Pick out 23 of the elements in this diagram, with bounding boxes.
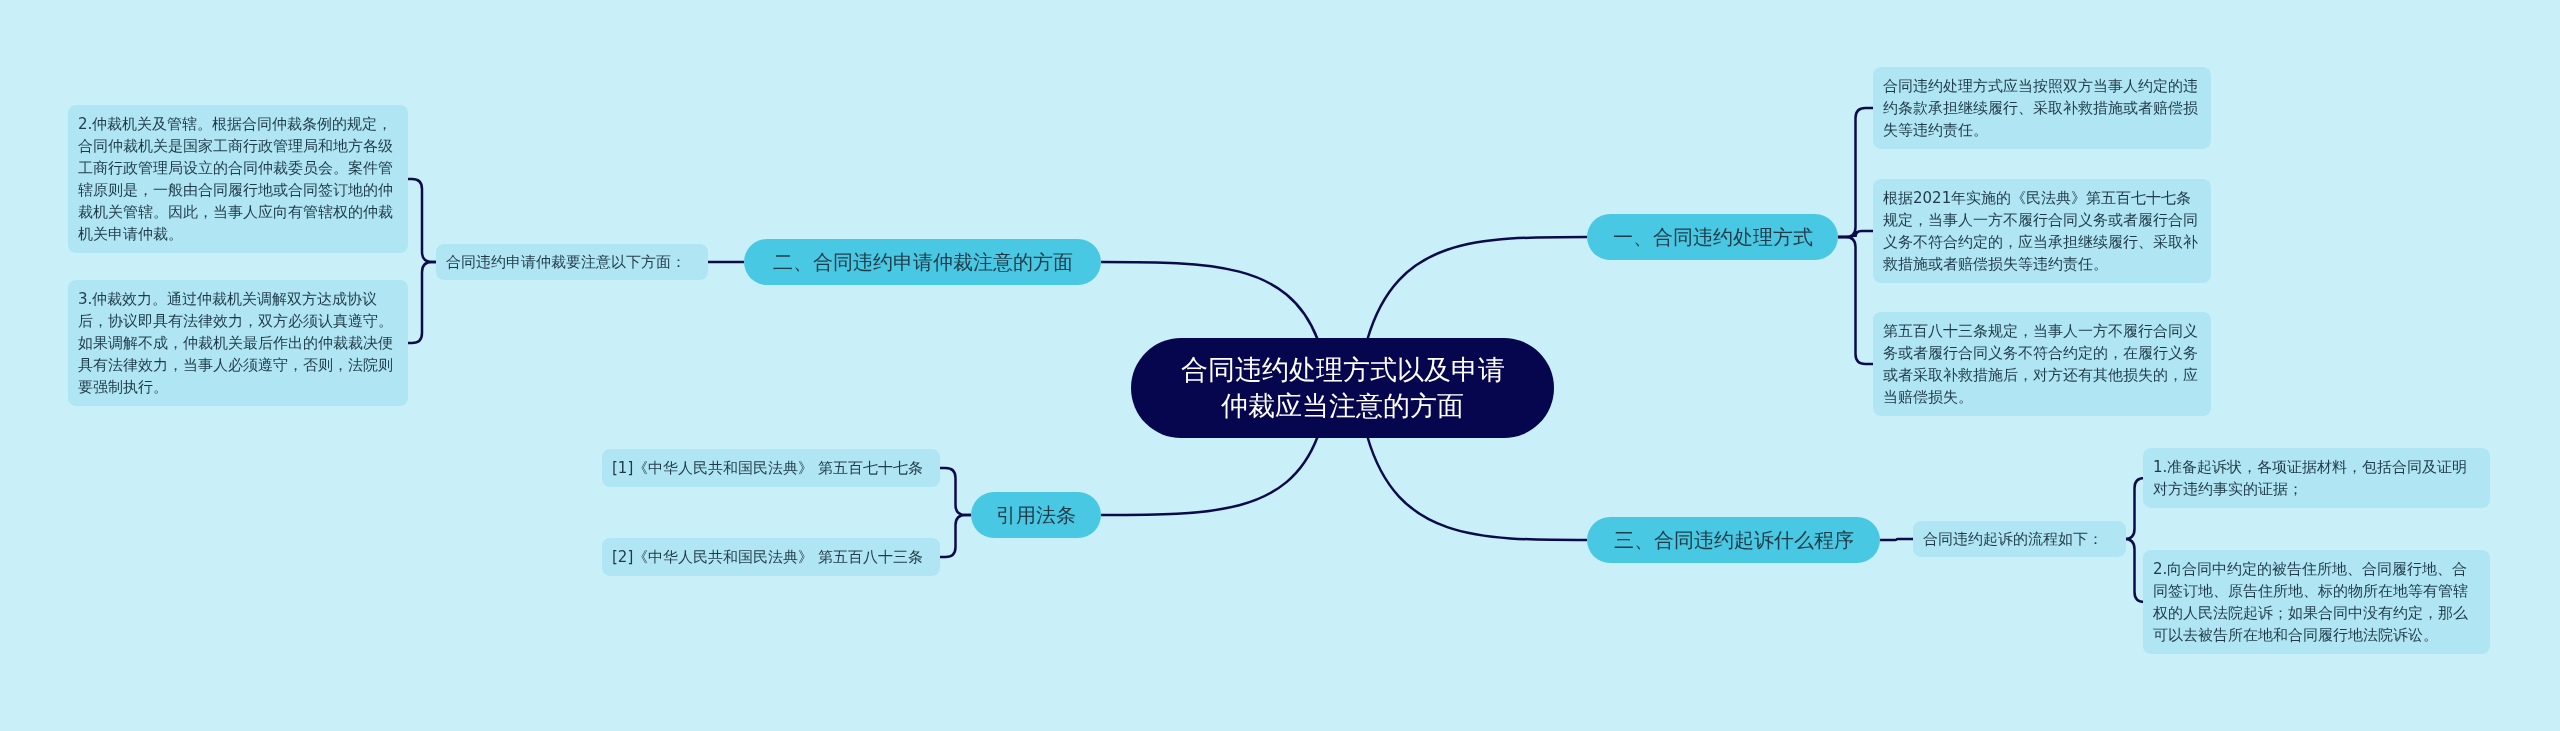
connector-line: [1366, 235, 1587, 340]
note-card: 根据2021年实施的《民法典》第五百七十七条规定，当事人一方不履行合同义务或者履行合同义务不符合约定的，应当承担继续履行、采取补救措施或者赔偿损失等违约责任。: [1873, 179, 2211, 283]
connector-line: [940, 513, 971, 559]
branch-topic: 引用法条: [971, 492, 1101, 538]
note-card: 3.仲裁效力。通过仲裁机关调解双方达成协议后，协议即具有法律效力，双方必须认真遵守。如果调解不成，仲裁机关最后作出的仲裁裁决便具有法律效力，当事人必须遵守，否则，法院则要强制执行。: [68, 280, 408, 406]
subtopic-label: 合同违约起诉的流程如下：: [1913, 521, 2126, 557]
note-card: 合同违约处理方式应当按照双方当事人约定的违约条款承担继续履行、采取补救措施或者赔偿损失等违约责任。: [1873, 67, 2211, 149]
note-card: 2.仲裁机关及管辖。根据合同仲裁条例的规定，合同仲裁机关是国家工商行政管理局和地方各级工商行政管理局设立的合同仲裁委员会。案件管辖原则是，一般由合同履行地或合同签订地的仲裁机关管辖。因此，当事人应向有管辖权的仲裁机关申请仲裁。: [68, 105, 408, 253]
connector-line: [1101, 260, 1319, 340]
note-card: [2]《中华人民共和国民法典》 第五百八十三条: [602, 538, 940, 576]
subtopic-label: 合同违约申请仲裁要注意以下方面：: [436, 244, 708, 280]
branch-topic: 二、合同违约申请仲裁注意的方面: [744, 239, 1101, 285]
connector-line: [708, 260, 744, 264]
note-card: 2.向合同中约定的被告住所地、合同履行地、合同签订地、原告住所地、标的物所在地等有管辖权的人民法院起诉；如果合同中没有约定，那么可以去被告所在地和合同履行地法院诉讼。: [2143, 550, 2490, 654]
branch-topic: 一、合同违约处理方式: [1587, 214, 1838, 260]
branch-topic: 三、合同违约起诉什么程序: [1587, 517, 1880, 563]
note-card: [1]《中华人民共和国民法典》 第五百七十七条: [602, 449, 940, 487]
connector-line: [1366, 436, 1587, 542]
note-card: 1.准备起诉状，各项证据材料，包括合同及证明对方违约事实的证据；: [2143, 448, 2490, 508]
connector-line: [1880, 537, 1913, 542]
note-card: 第五百八十三条规定，当事人一方不履行合同义务或者履行合同义务不符合约定的，在履行义务或者采取补救措施后，对方还有其他损失的，应当赔偿损失。: [1873, 312, 2211, 416]
central-topic: 合同违约处理方式以及申请仲裁应当注意的方面: [1131, 338, 1554, 438]
connector-line: [1101, 436, 1319, 517]
